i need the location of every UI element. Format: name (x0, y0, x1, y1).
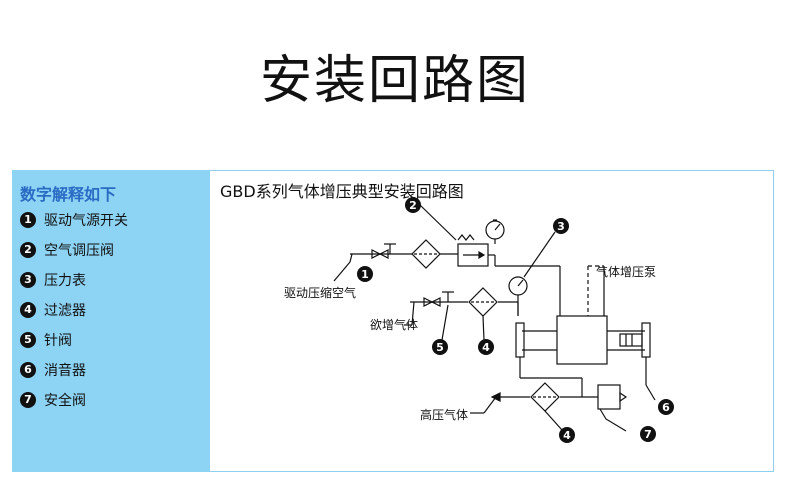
silencer (619, 333, 643, 347)
number-badge: 1 (20, 212, 36, 228)
legend-item: 6 消音器 (20, 360, 86, 380)
number-badge: 5 (20, 332, 36, 348)
booster-pump (556, 315, 608, 365)
svg-text:5: 5 (436, 341, 444, 354)
number-badge: 2 (20, 242, 36, 258)
number-badge: 4 (20, 302, 36, 318)
diagram-title: GBD系列气体增压典型安装回路图 (220, 182, 464, 201)
legend-item-label: 压力表 (44, 273, 86, 289)
booster-end-cap (515, 322, 525, 358)
svg-text:4: 4 (482, 341, 490, 354)
number-badge: 7 (20, 392, 36, 408)
legend-item-label: 针阀 (44, 333, 72, 349)
legend-item: 5 针阀 (20, 330, 72, 350)
svg-text:4: 4 (563, 429, 571, 442)
number-badge: 6 (20, 362, 36, 378)
legend-item-label: 过滤器 (44, 303, 86, 319)
callout-badge: 5 (432, 339, 448, 355)
callout-badge: 2 (405, 197, 421, 213)
legend-item: 2 空气调压阀 (20, 240, 114, 260)
switch-valve-1 (371, 249, 382, 259)
legend-item: 4 过滤器 (20, 300, 86, 320)
legend-item: 7 安全阀 (20, 390, 86, 410)
filter-1 (411, 239, 441, 269)
label-high-pressure-gas: 高压气体 (420, 407, 468, 422)
svg-text:7: 7 (644, 428, 652, 441)
svg-text:2: 2 (409, 199, 417, 212)
needle-valve (423, 297, 434, 307)
svg-text:6: 6 (662, 401, 670, 414)
callout-badge: 7 (640, 426, 656, 442)
callout-badge: 1 (357, 266, 373, 282)
legend-item-label: 空气调压阀 (44, 243, 114, 259)
label-drive-air: 驱动压缩空气 (284, 285, 356, 300)
legend-item-label: 安全阀 (44, 393, 86, 409)
drive-air-leader (333, 261, 351, 282)
svg-text:3: 3 (557, 220, 565, 233)
callout-badge: 4 (559, 427, 575, 443)
safety-valve (597, 384, 621, 410)
legend-item: 1 驱动气源开关 (20, 210, 128, 230)
label-gas-inlet: 欲增气体 (370, 317, 418, 332)
legend-item: 3 压力表 (20, 270, 86, 290)
booster-end-cap (641, 322, 651, 358)
svg-text:1: 1 (361, 268, 369, 281)
page-title: 安装回路图 (259, 51, 530, 111)
legend-panel (12, 170, 210, 472)
legend-item-label: 驱动气源开关 (44, 213, 128, 229)
legend-item-label: 消音器 (44, 363, 86, 379)
callout-badge: 3 (553, 218, 569, 234)
number-badge: 3 (20, 272, 36, 288)
legend-title: 数字解释如下 (20, 185, 117, 204)
callout-badge: 4 (478, 339, 494, 355)
label-booster-pump: 气体增压泵 (596, 264, 656, 279)
callout-badge: 6 (658, 399, 674, 415)
